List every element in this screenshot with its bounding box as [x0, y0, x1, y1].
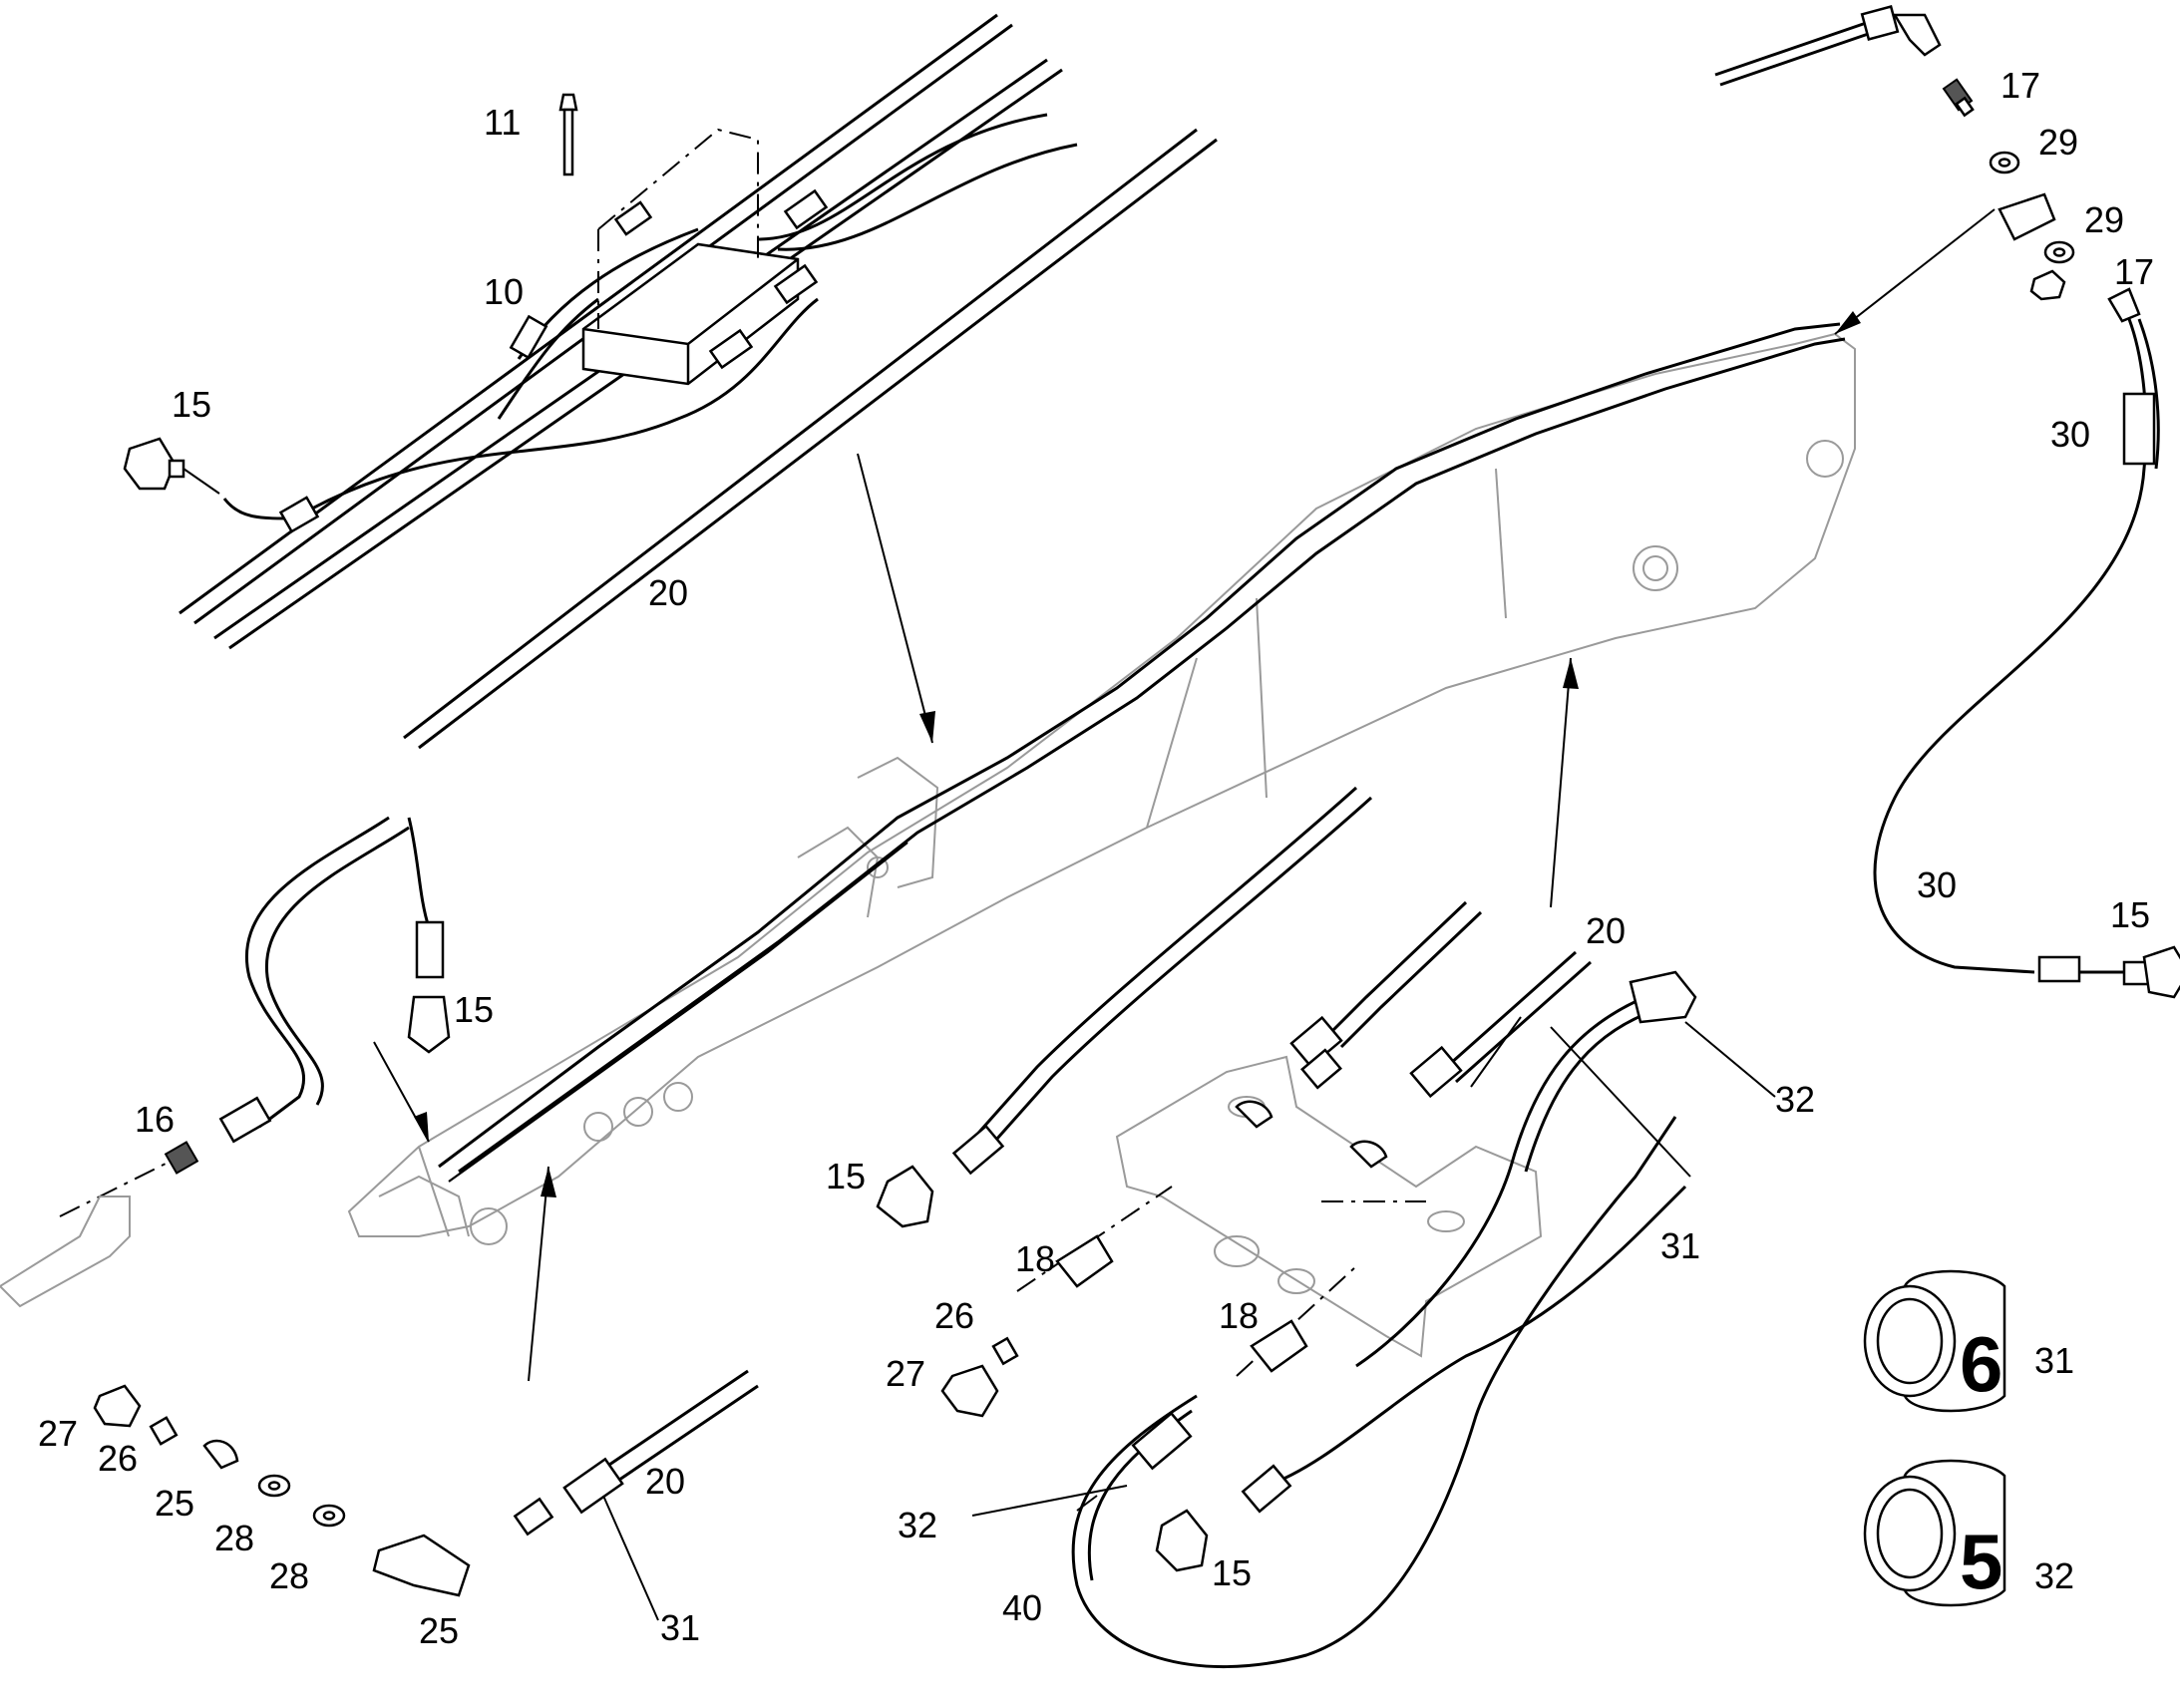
callout-28-lower: 28	[269, 1555, 309, 1596]
callout-31-tag: 31	[2034, 1340, 2074, 1381]
callout-10: 10	[484, 271, 524, 312]
callout-20-top: 20	[648, 572, 688, 613]
callout-30-top: 30	[2050, 414, 2090, 455]
callout-20-bottom: 20	[645, 1461, 685, 1502]
callout-27-mid: 27	[886, 1353, 925, 1394]
callout-25-lower: 25	[419, 1610, 459, 1651]
left-middle-hose-assembly	[0, 816, 451, 1308]
callout-26-mid: 26	[934, 1295, 974, 1336]
callout-31-mid: 31	[1660, 1225, 1700, 1266]
callout-32-mid: 32	[1775, 1079, 1815, 1120]
boom-outline	[347, 332, 1856, 1245]
valve-block-assembly	[123, 13, 1218, 750]
callout-29-lower: 29	[2084, 199, 2124, 240]
callout-25-bottom-left: 25	[155, 1483, 194, 1524]
boom-hose-bundle	[438, 322, 1846, 1183]
bolt-11	[558, 93, 578, 176]
callout-18-lower: 18	[1219, 1295, 1259, 1336]
arrow-bottom-left	[528, 1166, 556, 1382]
callout-15-bottom: 15	[1212, 1552, 1252, 1593]
callout-leaders	[602, 1016, 1776, 1621]
tag-6-digit: 6	[1960, 1320, 2002, 1408]
callout-32-bottom: 32	[898, 1505, 937, 1545]
bottom-left-fitting-assembly	[93, 1369, 759, 1597]
callout-17-lower: 17	[2114, 251, 2154, 292]
callout-30-lower: 30	[1917, 864, 1957, 905]
callout-29-top: 29	[2038, 122, 2078, 163]
arrow-top-middle	[857, 453, 935, 744]
callout-40: 40	[1002, 1587, 1042, 1628]
callout-15-top-left: 15	[172, 384, 211, 425]
arrow-middle-up	[1550, 657, 1579, 908]
callout-20-mid: 20	[1586, 910, 1626, 951]
callout-18-mid: 18	[1015, 1238, 1055, 1279]
tag-6-ring: 6	[1863, 1269, 2006, 1413]
middle-bracket-assembly	[876, 786, 1697, 1669]
callout-15-mid: 15	[826, 1156, 866, 1196]
callout-32-tag: 32	[2034, 1555, 2074, 1596]
callout-31-bottom: 31	[660, 1607, 700, 1648]
callout-15-right: 15	[2110, 894, 2150, 935]
callout-15-mid-left: 15	[454, 989, 494, 1030]
callout-26-bottom-left: 26	[98, 1438, 138, 1479]
callout-11: 11	[484, 102, 521, 143]
top-right-hose-assembly	[1714, 5, 2180, 999]
callout-28-upper: 28	[214, 1518, 254, 1558]
quick-coupler-15-top-left	[123, 437, 320, 533]
tag-5-ring: 5	[1863, 1459, 2006, 1607]
tag-5-digit: 5	[1960, 1518, 2002, 1605]
callout-16: 16	[135, 1099, 175, 1140]
callout-27-bottom-left: 27	[38, 1413, 78, 1454]
callout-labels: 11 10 15 20 17 29 29 17 30 30 15 15 16 2…	[38, 65, 2154, 1651]
callout-17-top: 17	[2000, 65, 2040, 106]
